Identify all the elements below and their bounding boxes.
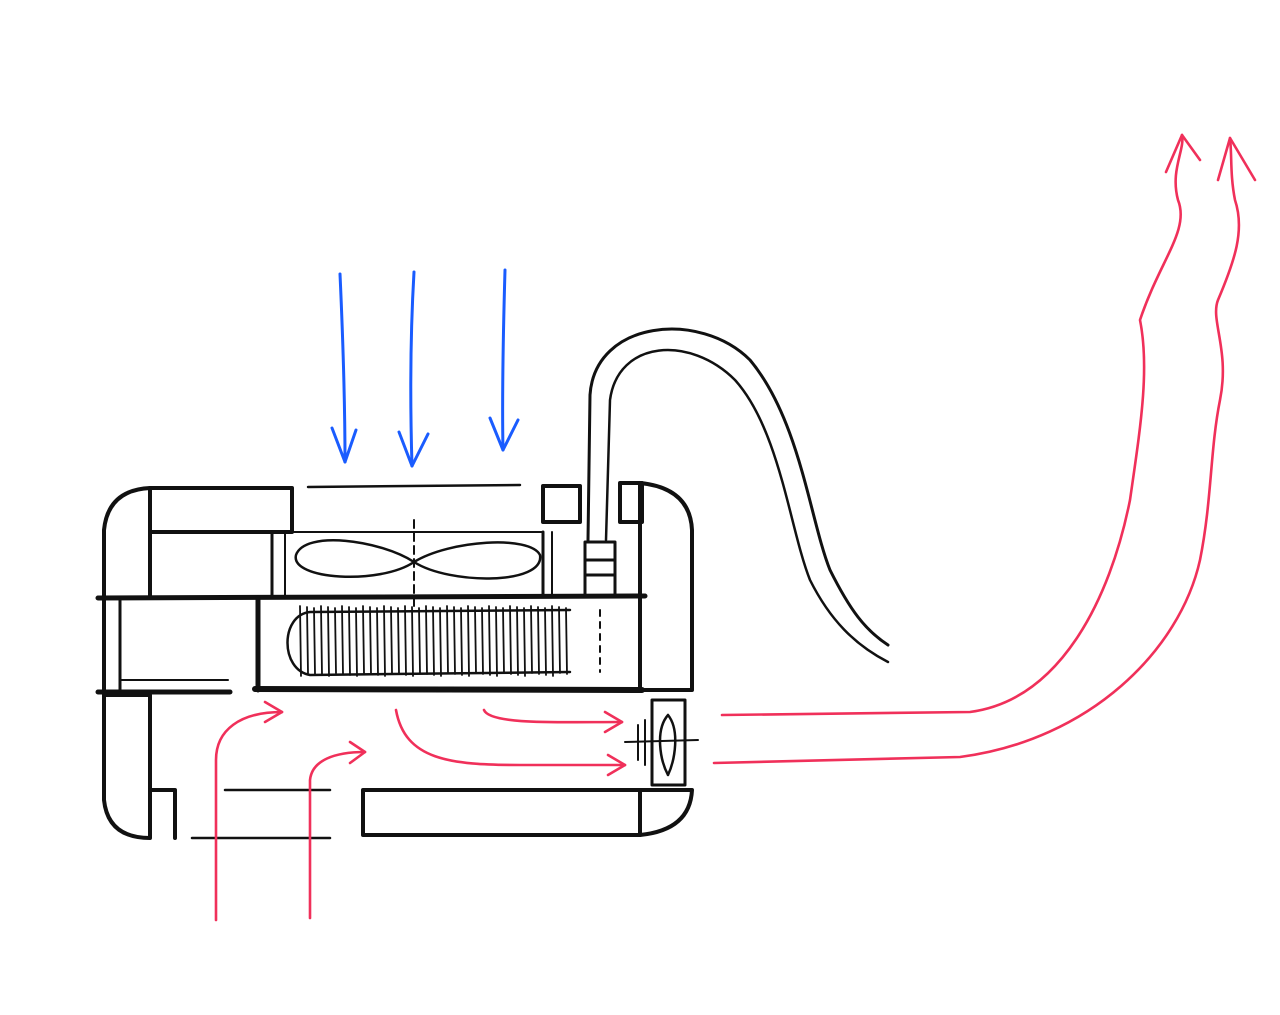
intake-arrow-2: [308, 740, 367, 920]
top-opening-line: [306, 483, 522, 489]
housing-left-upper-wall: [102, 486, 152, 600]
fin-line: [544, 607, 547, 676]
fin-line: [453, 606, 456, 675]
fin-line: [390, 606, 393, 674]
fin-line: [327, 606, 330, 677]
housing-right-wall: [638, 481, 694, 692]
fin-line: [425, 605, 428, 675]
fin-line: [411, 606, 414, 677]
power-cable: [583, 327, 890, 664]
hot-air-arrows: [214, 133, 1257, 922]
fin-line: [551, 605, 554, 677]
cool-air-arrow-1: [330, 272, 358, 464]
heat-element-outline: [286, 608, 572, 677]
heat-sink-chamber: [95, 593, 648, 697]
fin-line: [306, 606, 309, 674]
fin-line: [348, 606, 351, 676]
housing-left-lower-wall: [102, 693, 152, 840]
cool-air-arrow-3: [488, 268, 520, 452]
housing-top-right-block: [541, 484, 582, 524]
exhaust-plume-2: [712, 136, 1257, 765]
cable-strain-relief: [583, 540, 617, 598]
exhaust-fan-frame: [650, 698, 687, 787]
intake-arrow-1: [214, 700, 284, 922]
fin-line: [362, 605, 365, 674]
exhaust-plume-1: [720, 133, 1202, 717]
fin-line: [432, 606, 435, 676]
fin-line: [537, 606, 540, 675]
fan-blade-left: [294, 539, 416, 578]
fin-line: [446, 605, 449, 674]
fin-line: [558, 606, 561, 674]
housing-top-left-wall: [148, 486, 294, 534]
fin-line: [397, 607, 400, 675]
fin-line: [313, 607, 316, 675]
top-fan: [270, 519, 553, 609]
exhaust-fan-blades: [658, 713, 677, 777]
fin-line: [481, 607, 484, 675]
housing-bottom-left-stub: [148, 788, 177, 840]
fin-line: [467, 605, 470, 677]
fin-line: [418, 607, 421, 674]
fin-line: [341, 605, 344, 675]
heat-sink-fins: [299, 605, 568, 677]
fin-line: [376, 607, 379, 676]
cable-inner: [604, 348, 890, 664]
fin-line: [460, 607, 463, 676]
chamber-top-plate: [95, 593, 648, 601]
cool-air-arrows: [330, 268, 520, 468]
fan-blade-right: [412, 541, 542, 580]
internal-arrow-2: [394, 708, 627, 777]
housing-bottom-wall: [361, 788, 642, 837]
exhaust-fan-axis: [624, 739, 699, 743]
fin-line: [439, 607, 442, 677]
fin-line: [383, 605, 386, 677]
cool-air-arrow-2: [397, 270, 430, 468]
fin-line: [474, 606, 477, 674]
internal-arrow-1: [482, 708, 624, 734]
fin-line: [502, 607, 505, 674]
fin-line: [530, 605, 533, 674]
fin-line: [369, 606, 372, 675]
chamber-bottom-plate-main: [252, 686, 645, 693]
fin-line: [495, 606, 498, 677]
fin-line: [404, 605, 407, 676]
fin-line: [488, 605, 491, 676]
fin-line: [565, 607, 568, 675]
cable-outer: [586, 327, 890, 647]
housing-top-right-block-2: [618, 481, 644, 524]
fin-line: [523, 607, 526, 677]
fin-line: [355, 607, 358, 677]
fin-line: [509, 605, 512, 675]
housing-right-lower-wall: [638, 788, 694, 837]
fin-line: [516, 606, 519, 676]
fin-line: [299, 605, 302, 677]
fin-line: [320, 605, 323, 676]
exhaust-fan: [624, 698, 699, 787]
fin-line: [334, 607, 337, 674]
